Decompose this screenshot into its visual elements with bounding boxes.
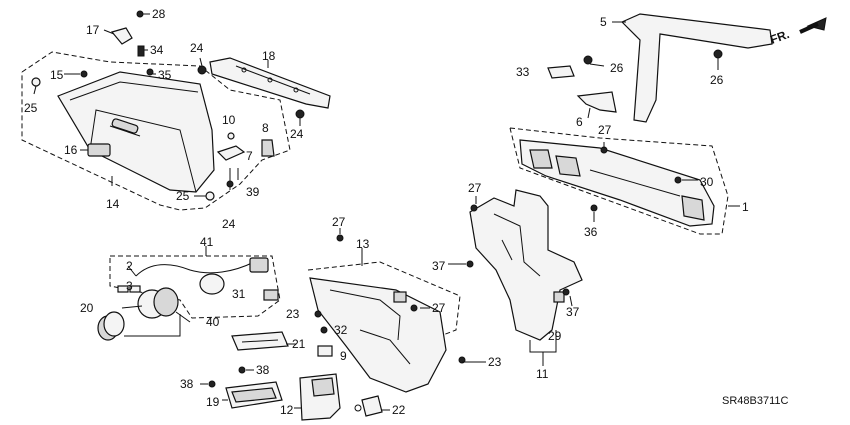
callout-label: 22 — [392, 403, 406, 417]
glove-box-group — [21, 10, 291, 211]
damper — [261, 139, 275, 157]
diagram-code: SR48B3711C — [722, 395, 789, 407]
callout-label: 30 — [700, 175, 714, 189]
callout-label: 18 — [262, 49, 276, 63]
callout-label: 8 — [262, 121, 269, 135]
callout-label: 32 — [334, 323, 348, 337]
bracket — [110, 27, 133, 45]
callout-label: 25 — [24, 101, 38, 115]
callout-label: 14 — [106, 197, 120, 211]
callout-label: 37 — [432, 259, 446, 273]
callout-label: 10 — [222, 113, 236, 127]
callout-label: 3 — [126, 279, 133, 293]
callout-label: 27 — [332, 215, 346, 229]
callout-label: 27 — [468, 181, 482, 195]
callout-label: 19 — [206, 395, 220, 409]
callout-label: 34 — [150, 43, 164, 57]
callout-label: 27 — [432, 301, 446, 315]
callout-label: 39 — [246, 185, 260, 199]
callout-label: 7 — [246, 149, 253, 163]
callout-label: 11 — [536, 367, 549, 381]
callout-label: 41 — [200, 235, 214, 249]
callout-label: 31 — [232, 287, 246, 301]
callout-label: 38 — [256, 363, 270, 377]
callout-label: 23 — [488, 355, 502, 369]
callout-labels: 17 28 34 24 18 15 35 25 10 8 16 7 39 25 … — [24, 7, 791, 417]
callout-label: 26 — [610, 61, 624, 75]
callout-label: 9 — [340, 349, 347, 363]
callout-label: 36 — [584, 225, 598, 239]
callout-label: 2 — [126, 259, 133, 273]
socket-group — [97, 246, 281, 341]
callout-label: 29 — [548, 329, 562, 343]
dashboard-panel — [509, 127, 740, 235]
callout-label: 21 — [292, 337, 306, 351]
lower-cover — [307, 228, 461, 393]
front-direction-label: FR. — [768, 27, 791, 47]
center-stay — [448, 189, 583, 366]
callout-label: 40 — [206, 315, 220, 329]
callout-label: 37 — [566, 305, 580, 319]
callout-label: 28 — [152, 7, 166, 21]
callout-label: 15 — [50, 68, 64, 82]
callout-label: 6 — [576, 115, 583, 129]
callout-label: 20 — [80, 301, 94, 315]
support-bar — [197, 57, 331, 126]
callout-label: 38 — [180, 377, 194, 391]
callout-label: 27 — [598, 123, 612, 137]
callout-label: 16 — [64, 143, 78, 157]
callout-label: 17 — [86, 23, 100, 37]
callout-label: 13 — [356, 237, 370, 251]
callout-label: 23 — [286, 307, 300, 321]
lower-parts — [200, 331, 390, 421]
dash-bracket — [547, 13, 827, 123]
lock-assy — [87, 143, 111, 157]
callout-label: 25 — [176, 189, 190, 203]
callout-label: 26 — [710, 73, 724, 87]
callout-label: 5 — [600, 15, 607, 29]
callout-label: 24 — [190, 41, 204, 55]
callout-label: 12 — [280, 403, 294, 417]
callout-label: 1 — [742, 200, 749, 214]
callout-label: 24 — [222, 217, 236, 231]
callout-label: 24 — [290, 127, 304, 141]
callout-label: 35 — [158, 68, 172, 82]
callout-label: 33 — [516, 65, 530, 79]
